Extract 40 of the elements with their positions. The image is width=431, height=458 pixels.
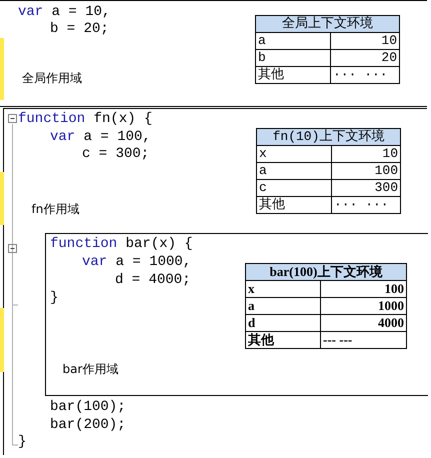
table-cell: 100 (320, 280, 406, 298)
table-cell: 100 (332, 162, 400, 180)
table-cell: d (246, 314, 320, 332)
table-cell: 10 (330, 32, 400, 50)
table-cell: x (256, 146, 332, 162)
table-cell: x (246, 280, 320, 298)
table-cell: a (256, 162, 332, 180)
code-line: var a = 10, (18, 4, 110, 20)
table-cell: 300 (332, 180, 400, 196)
code-line: b = 20; (50, 21, 109, 37)
table-cell: 其他 (246, 332, 320, 348)
code-line: var a = 1000, (82, 254, 192, 270)
table-cell: a (246, 298, 320, 314)
scope-label: bar作用域 (62, 362, 118, 376)
code-line: d = 4000; (115, 272, 191, 288)
table-cell: 其他 (256, 66, 330, 84)
table-cell: 4000 (320, 314, 406, 332)
table-cell: 其他 (256, 196, 332, 214)
code-line: } (50, 290, 58, 306)
table-cell: b (256, 50, 330, 66)
table-cell: c (256, 180, 332, 196)
table-cell: --- --- (320, 332, 406, 348)
scope-label: fn作用域 (32, 202, 80, 216)
code-line: bar(200); (50, 417, 126, 433)
table-cell: ··· ··· (332, 196, 400, 214)
code-line: c = 300; (82, 146, 150, 162)
code-line: var a = 100, (50, 129, 151, 145)
table-cell: a (256, 32, 330, 50)
table-cell: 1000 (320, 298, 406, 314)
code-line: function bar(x) { (50, 236, 193, 252)
code-line: } (18, 434, 26, 450)
table-cell: 20 (330, 50, 400, 66)
table-cell: 10 (332, 146, 400, 162)
table-cell: ··· ··· (330, 66, 400, 84)
table-header: bar(100)上下文环境 (246, 264, 406, 280)
code-line: function fn(x) { (18, 111, 152, 127)
scope-label: 全局作用域 (22, 71, 82, 85)
code-line: bar(100); (50, 399, 126, 415)
table-header: fn(10)上下文环境 (256, 128, 400, 146)
table-header: 全局上下文环境 (256, 16, 400, 32)
